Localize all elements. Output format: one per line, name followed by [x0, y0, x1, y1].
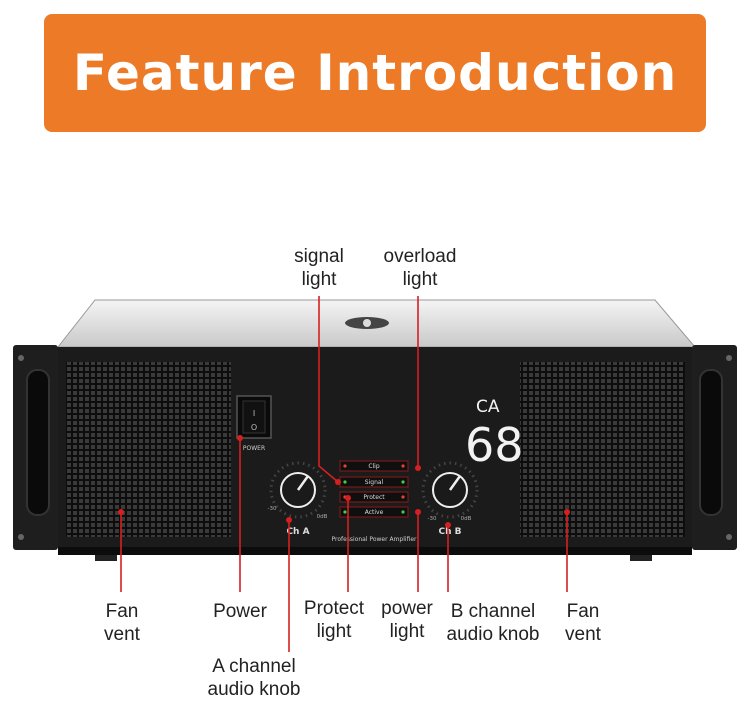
svg-text:O: O [251, 423, 257, 432]
fan-vent-left [66, 362, 231, 537]
label-fan-vent-right: Fan vent [565, 601, 601, 645]
led-label-protect: Protect [363, 494, 385, 501]
channel-a-label: Ch A [286, 527, 309, 537]
label-power-light: power light [381, 598, 433, 642]
power-switch-label: POWER [243, 445, 265, 452]
led-indicator-panel: Clip Signal Protect Active [339, 460, 409, 518]
label-fan-vent-left: Fan vent [104, 601, 140, 645]
fan-vent-right [520, 362, 685, 537]
label-signal-light: signal light [294, 246, 344, 290]
led-label-clip: Clip [368, 463, 380, 470]
rack-ear-right [692, 345, 737, 550]
svg-text:I: I [253, 409, 255, 418]
model-logo-number: 68 [465, 418, 524, 472]
channel-b-label: Ch B [438, 527, 461, 537]
label-protect-light: Protect light [303, 598, 365, 642]
channel-a-scale-min: -30 [268, 506, 277, 512]
label-overload-light: overload light [383, 246, 457, 290]
feature-banner: Feature Introduction [44, 14, 706, 132]
rack-ear-left [13, 345, 58, 550]
channel-b-scale-max: 0dB [461, 516, 472, 522]
label-a-channel-knob: A channel audio knob [207, 656, 301, 700]
channel-b-knob [421, 461, 479, 519]
panel-caption: Professional Power Amplifier [331, 536, 417, 543]
banner-title: Feature Introduction [72, 44, 678, 102]
callout-dots [118, 435, 570, 528]
callout-lines [120, 296, 568, 652]
model-logo-prefix: CA [476, 397, 500, 417]
channel-a-knob [269, 461, 327, 519]
label-b-channel-knob: B channel audio knob [446, 601, 540, 645]
led-label-active: Active [365, 509, 384, 516]
label-power: Power [213, 601, 267, 622]
channel-b-scale-min: -30 [428, 516, 437, 522]
led-label-signal: Signal [365, 479, 384, 486]
channel-a-scale-max: 0dB [317, 514, 328, 520]
